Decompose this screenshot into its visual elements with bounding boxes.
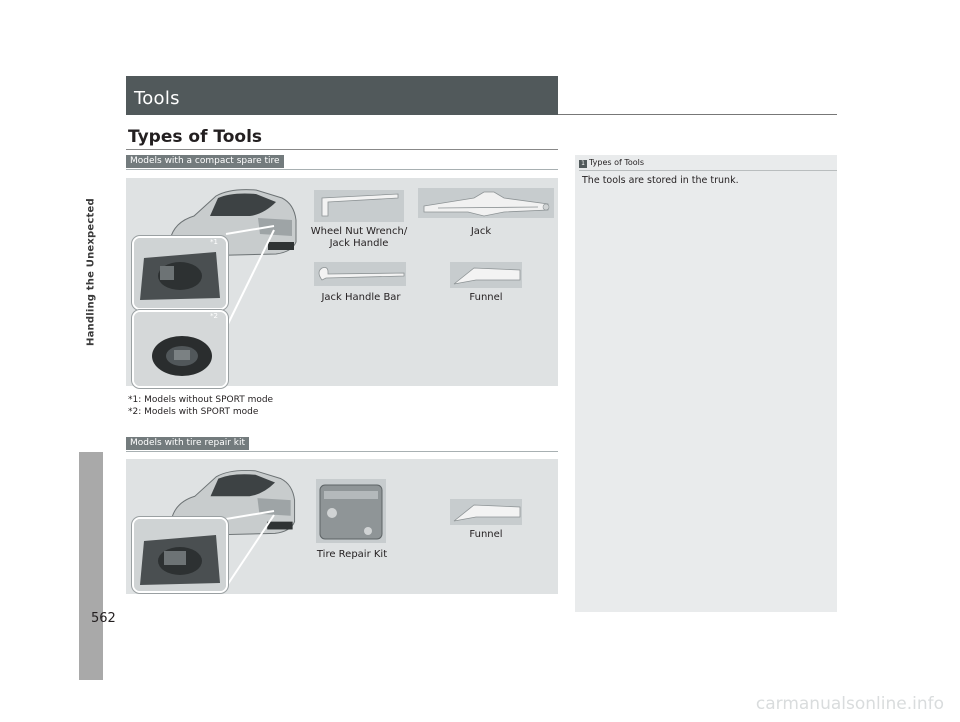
callout-lines-2 xyxy=(225,510,275,588)
note-marker-icon: 1 xyxy=(579,160,587,168)
page-title: Tools xyxy=(134,88,180,109)
trunk-inset-kit xyxy=(132,517,228,593)
section-title: Types of Tools xyxy=(128,127,263,147)
note-title: Types of Tools xyxy=(589,158,645,167)
page-number: 562 xyxy=(91,611,116,626)
footnote-2: *2: Models with SPORT mode xyxy=(128,407,259,417)
note-body: The tools are stored in the trunk. xyxy=(582,175,739,186)
tire-repair-kit-label: Tire Repair Kit xyxy=(316,549,388,560)
funnel-label: Funnel xyxy=(469,292,503,303)
funnel-image xyxy=(450,262,522,288)
inset-marker-1: *1 xyxy=(210,238,218,246)
header-divider xyxy=(558,114,837,115)
note-divider xyxy=(579,170,837,171)
inset-marker-2: *2 xyxy=(210,312,218,320)
note-box xyxy=(575,155,837,612)
wheel-nut-wrench-image xyxy=(314,190,404,222)
compact-spare-rule xyxy=(126,169,558,170)
wheel-nut-wrench-label: Wheel Nut Wrench/ Jack Handle xyxy=(304,226,414,250)
callout-lines xyxy=(225,225,275,329)
side-tab xyxy=(79,452,103,680)
wheel-nut-wrench-label-line2: Jack Handle xyxy=(329,238,389,249)
jack-image xyxy=(418,188,554,218)
wheel-nut-wrench-label-line1: Wheel Nut Wrench/ xyxy=(310,226,408,237)
side-tab-label: Handling the Unexpected xyxy=(85,198,97,346)
compact-spare-panel: *1 *2 Wheel Nut Wrench/ Jack Handle Jack xyxy=(126,178,558,388)
funnel-label-2: Funnel xyxy=(469,529,503,540)
jack-handle-bar-label: Jack Handle Bar xyxy=(321,292,401,303)
section-divider xyxy=(126,149,558,150)
watermark: carmanualsonline.info xyxy=(755,694,944,714)
repair-kit-rule xyxy=(126,451,558,452)
funnel-image-2 xyxy=(450,499,522,525)
repair-kit-badge: Models with tire repair kit xyxy=(126,437,250,450)
jack-handle-bar-image xyxy=(314,262,406,286)
header-bar xyxy=(126,76,558,115)
compact-spare-badge: Models with a compact spare tire xyxy=(126,155,284,168)
jack-label: Jack xyxy=(470,226,492,237)
repair-kit-panel: Tire Repair Kit Funnel xyxy=(126,459,558,594)
trunk-inset-2 xyxy=(132,310,228,388)
footnote-1: *1: Models without SPORT mode xyxy=(128,395,274,405)
trunk-inset-1 xyxy=(132,236,228,310)
tire-repair-kit-image xyxy=(316,479,386,543)
